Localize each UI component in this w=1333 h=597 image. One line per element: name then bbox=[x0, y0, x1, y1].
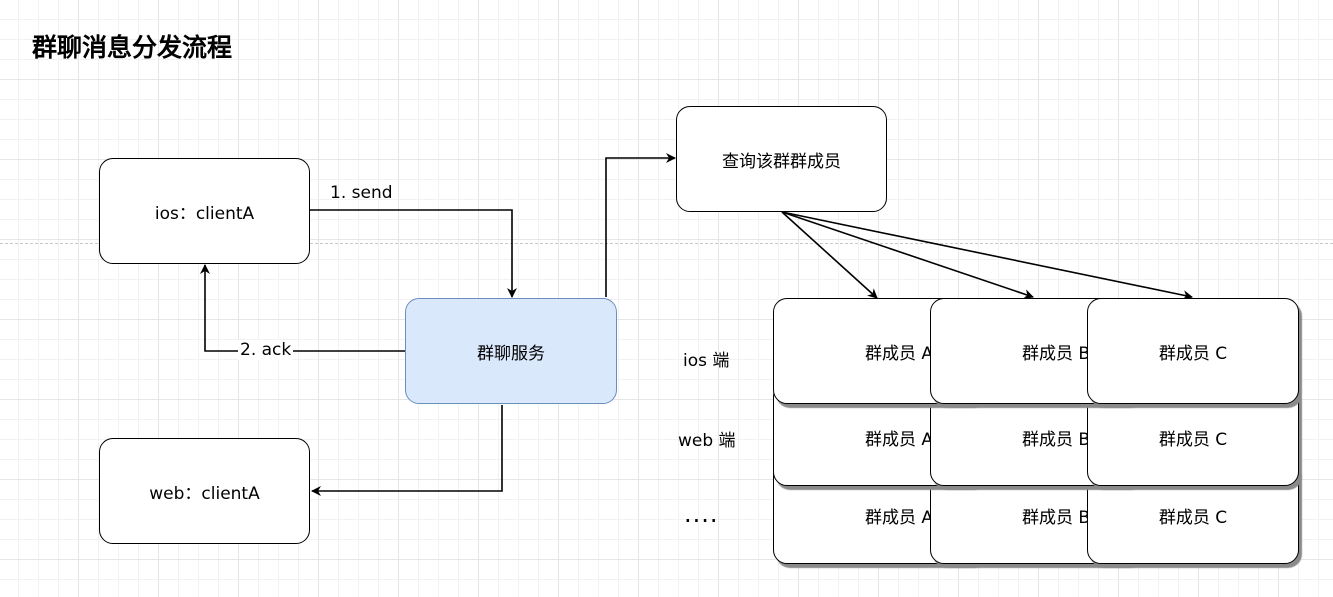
member-b-ios-label: 群成员 B bbox=[1021, 343, 1091, 364]
diagram-title: 群聊消息分发流程 bbox=[32, 33, 233, 62]
edge-send bbox=[310, 209, 517, 298]
node-group-service-label: 群聊服务 bbox=[477, 343, 545, 364]
member-c-ios[interactable]: 群成员 C bbox=[1087, 298, 1299, 404]
member-c-ios-label: 群成员 C bbox=[1158, 343, 1228, 364]
member-a-ios-label: 群成员 A bbox=[864, 343, 934, 364]
member-b-web-label: 群成员 B bbox=[1021, 430, 1091, 450]
edge-to-query bbox=[605, 153, 676, 297]
edge-to-member-b bbox=[781, 211, 1034, 299]
member-c-web-label: 群成员 C bbox=[1158, 430, 1228, 450]
edge-to-member-a bbox=[781, 211, 878, 299]
member-a-web-label: 群成员 A bbox=[864, 430, 934, 450]
edge-to-web bbox=[311, 405, 503, 496]
node-web-client-label: web：clientA bbox=[149, 483, 260, 504]
member-c-more-label: 群成员 C bbox=[1158, 508, 1228, 528]
node-query-members[interactable]: 查询该群群成员 bbox=[676, 106, 887, 212]
edge-to-member-c bbox=[781, 211, 1193, 301]
member-b-more-label: 群成员 B bbox=[1021, 508, 1091, 528]
node-web-client[interactable]: web：clientA bbox=[99, 438, 310, 544]
edge-label-send: 1. send bbox=[330, 183, 393, 203]
node-ios-client[interactable]: ios：clientA bbox=[99, 158, 310, 264]
member-a-more-label: 群成员 A bbox=[864, 508, 934, 528]
node-query-members-label: 查询该群群成员 bbox=[722, 151, 841, 172]
node-group-service[interactable]: 群聊服务 bbox=[405, 298, 617, 404]
row-label-more: .... bbox=[684, 500, 719, 528]
node-ios-client-label: ios：clientA bbox=[154, 203, 255, 224]
row-label-ios: ios 端 bbox=[683, 351, 730, 371]
edge-ack bbox=[200, 264, 405, 352]
edge-label-ack: 2. ack bbox=[238, 340, 294, 360]
row-label-web: web 端 bbox=[678, 431, 736, 451]
page-break-line bbox=[0, 243, 1333, 244]
